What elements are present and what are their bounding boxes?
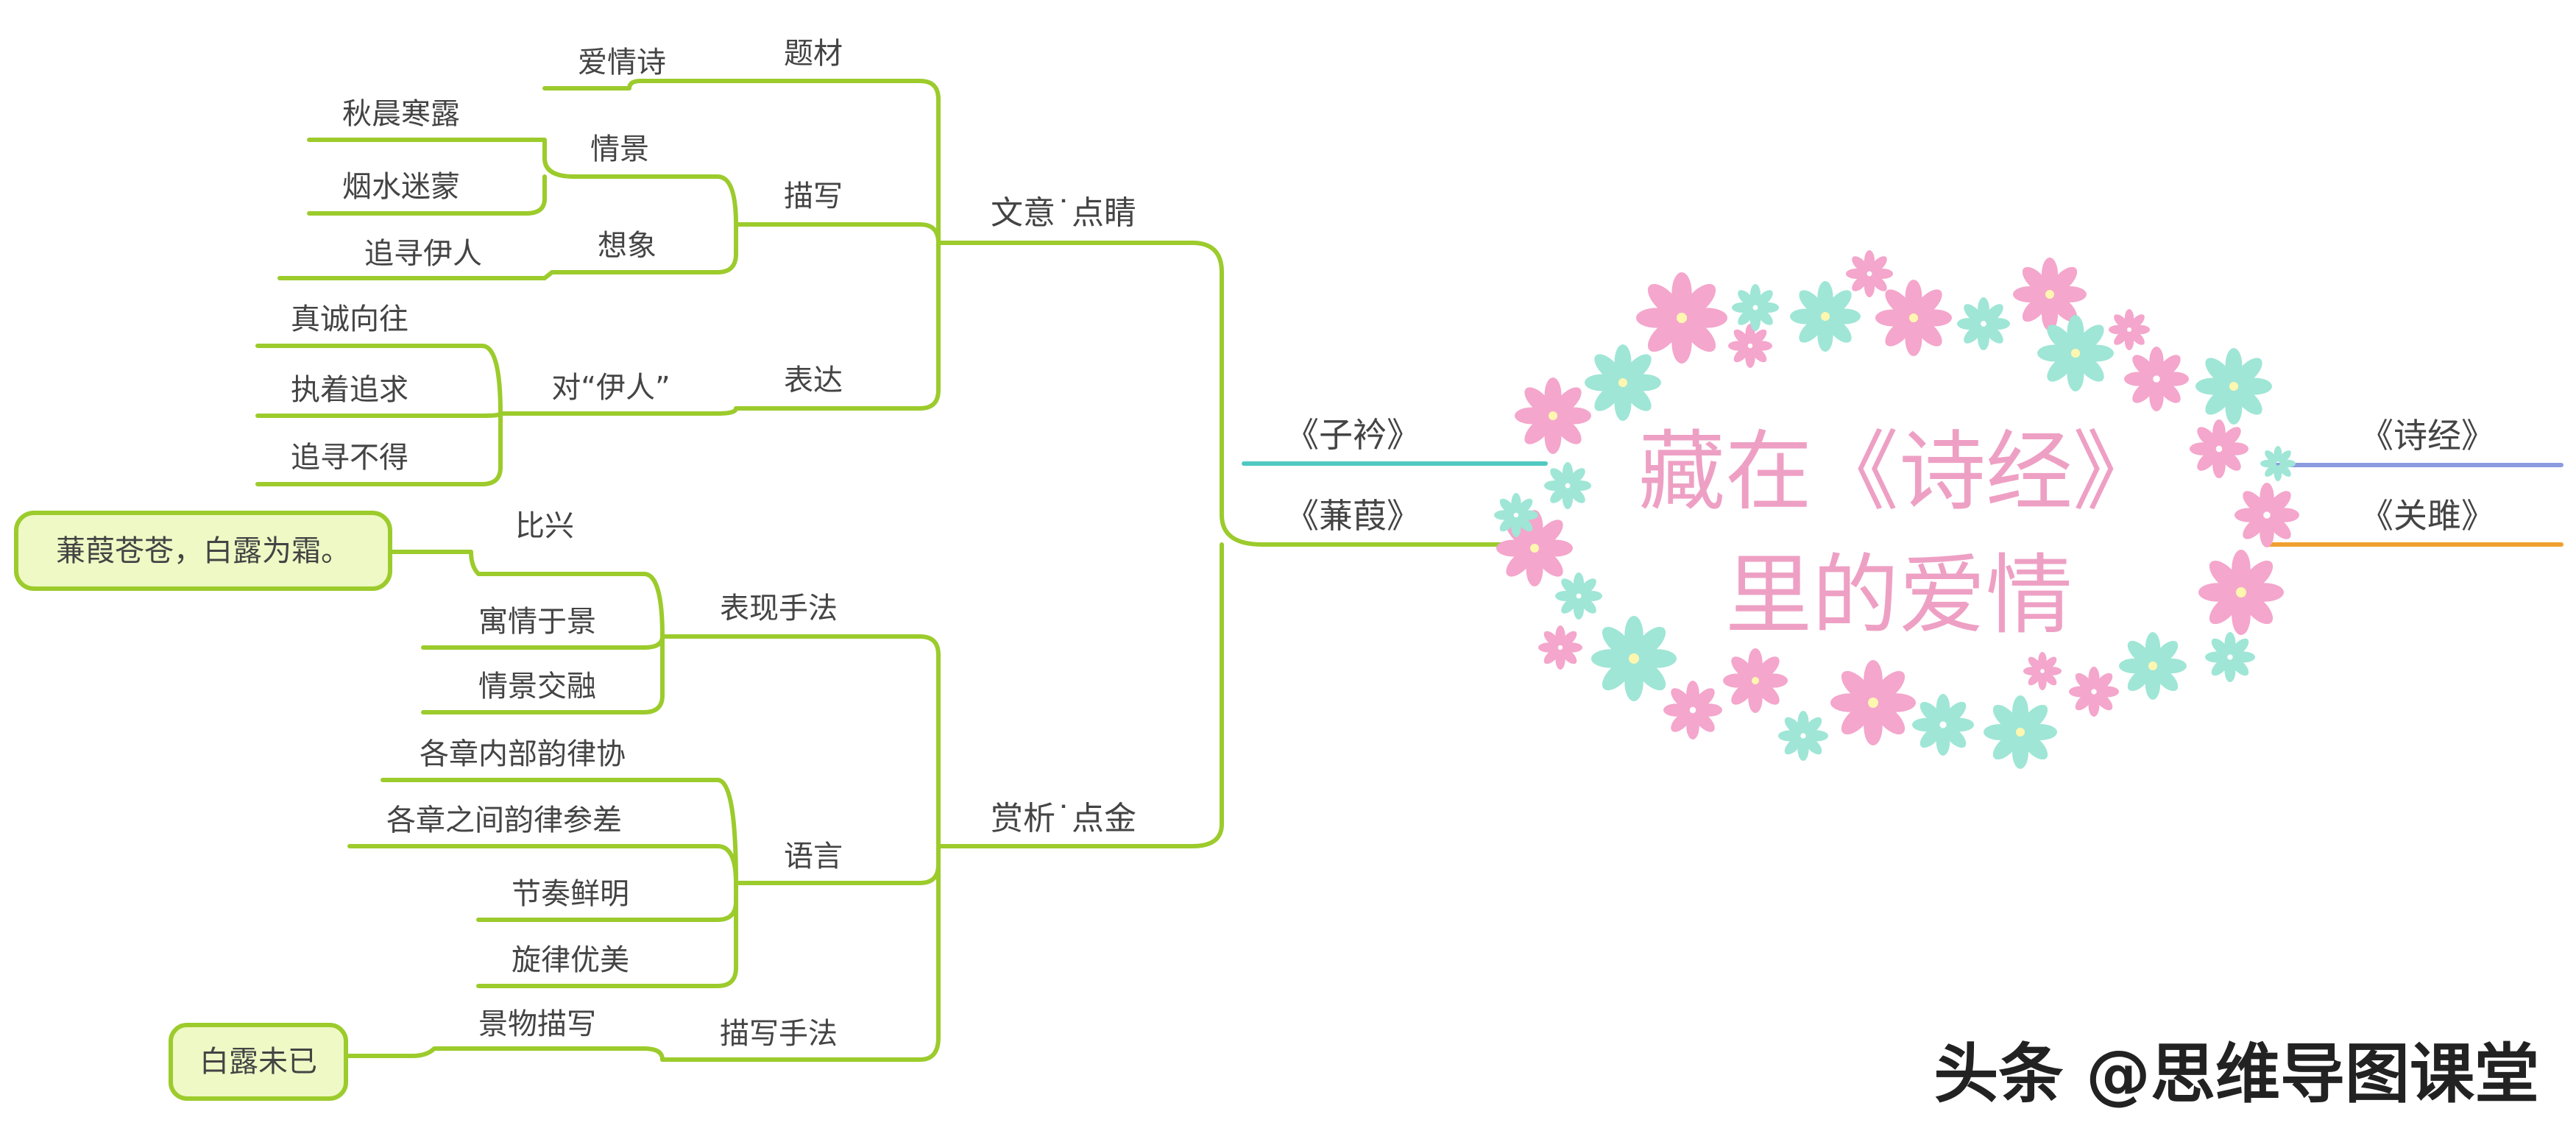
flower-wreath <box>1494 250 2299 769</box>
line-yuyan-4 <box>476 881 738 988</box>
center-title-line1: 藏在《诗经》 <box>1638 421 2159 522</box>
node-yanshui: 烟水迷蒙 <box>342 170 460 204</box>
node-xuanlv: 旋律优美 <box>512 943 629 977</box>
node-guanju: 《关雎》 <box>2360 496 2495 536</box>
line-biaoda-yiren <box>498 406 738 416</box>
line-wenyi-biaoda <box>734 241 941 411</box>
node-duiyiren: 对“伊人” <box>551 371 670 405</box>
line-miaoxie-xiangxiang <box>277 222 738 280</box>
node-gezhangzhijian: 各章之间韵律参差 <box>386 804 622 837</box>
node-xiangxiang: 想象 <box>598 229 657 263</box>
node-jianjia: 《蒹葭》 <box>1285 496 1420 536</box>
node-biaoda: 表达 <box>784 363 843 397</box>
note-bixing: 蒹葭苍苍，白露为霜。 <box>14 511 392 591</box>
line-shangxi-biaoxian <box>660 634 941 848</box>
line-ticai-aiqingshi <box>542 79 738 91</box>
line-qingjing-1 <box>307 138 576 179</box>
line-yuyan-2 <box>347 844 738 885</box>
node-shangxi-dianjin: 赏析˙点金 <box>991 800 1136 837</box>
node-bixing: 比兴 <box>515 509 574 543</box>
line-qingjing-2 <box>307 174 547 216</box>
node-yuyan: 语言 <box>784 840 843 873</box>
line-shangxi-miaoxiefa <box>660 844 941 1062</box>
note-jingwu: 白露未已 <box>169 1023 348 1101</box>
node-zhizhuo: 执着追求 <box>291 373 408 407</box>
node-qiuchen: 秋晨寒露 <box>342 97 460 131</box>
node-wenyi-dianjing: 文意˙点睛 <box>991 194 1136 232</box>
note-jingwu-text: 白露未已 <box>199 1045 317 1079</box>
center-title-line2: 里的爱情 <box>1725 545 2073 646</box>
node-miaoxieshoufa: 描写手法 <box>720 1017 838 1051</box>
connector-lines <box>255 79 2563 1062</box>
line-miaoxie-qingjing <box>572 174 738 227</box>
node-shijing: 《诗经》 <box>2360 416 2495 455</box>
line-miaoxiefa-jingwu <box>344 1046 665 1062</box>
node-ticai: 题材 <box>784 37 843 71</box>
line-yiren-1 <box>255 344 503 416</box>
node-aiqingshi: 爱情诗 <box>578 46 666 79</box>
line-wenyi-miaoxie <box>734 222 941 245</box>
node-biaoxianshoufa: 表现手法 <box>720 592 838 625</box>
node-qingjingjiaorong: 情景交融 <box>478 670 596 703</box>
line-biaoxian-2 <box>421 634 665 714</box>
line-biaoxian-bixing <box>388 550 665 639</box>
node-miaoxie: 描写 <box>784 180 843 213</box>
node-zhuixunbude: 追寻不得 <box>291 441 408 475</box>
node-qingjing: 情景 <box>590 132 649 166</box>
line-root-wenyi <box>936 241 1518 547</box>
line-wenyi-ticai <box>734 79 941 245</box>
node-zijin: 《子衿》 <box>1285 415 1420 455</box>
node-gezhangneibu: 各章内部韵律协 <box>420 737 626 771</box>
node-zhencheng: 真诚向往 <box>291 302 408 336</box>
line-yiren-3 <box>255 411 503 486</box>
line-yiren-2 <box>255 411 503 418</box>
node-yuqingyujing: 寓情于景 <box>478 605 596 639</box>
line-root-shangxi <box>936 542 1224 848</box>
node-jingwumiaoxie: 景物描写 <box>478 1007 596 1041</box>
line-yuyan-1 <box>381 778 738 885</box>
node-zhuixunyiren: 追寻伊人 <box>364 237 482 271</box>
node-jiezou: 节奏鲜明 <box>512 877 629 911</box>
note-bixing-text: 蒹葭苍苍，白露为霜。 <box>56 534 350 568</box>
watermark: 头条 @思维导图课堂 <box>1933 1036 2539 1112</box>
